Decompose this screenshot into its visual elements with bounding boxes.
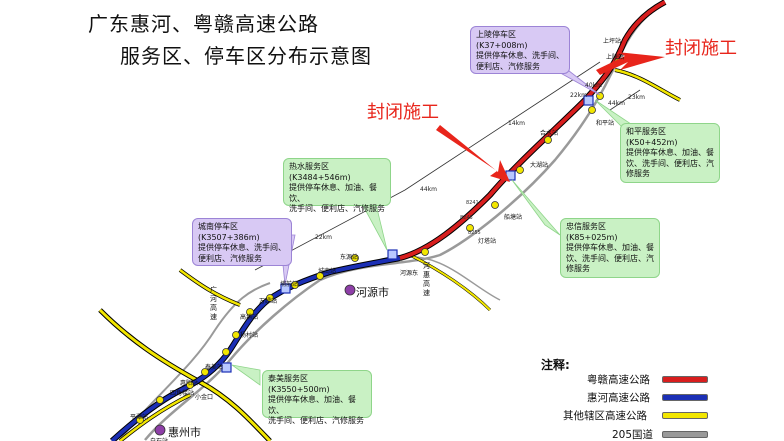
station-label: 河源东: [400, 270, 419, 277]
callout-title: 城南停车区 (K3507+386m): [198, 222, 260, 242]
callout-line: 便利店、汽修服务: [198, 253, 262, 263]
map-title-line2: 服务区、停车区分布示意图: [120, 44, 372, 68]
route-labels: 广河高速 河惠高速: [210, 262, 430, 321]
station-label: 东源站: [340, 254, 359, 261]
yellow-highway: [179, 268, 241, 307]
yuegan-highway: [399, 0, 666, 260]
callout-title: 泰美服务区 (K3550+500m): [268, 374, 330, 394]
callout-line: 提供停车休息、加油、餐饮、: [289, 183, 377, 203]
callout-line: 提供停车休息、加油、餐: [626, 148, 714, 157]
callout-line: 提供停车休息、加油、餐饮、: [268, 395, 356, 415]
callout-line: 修服务: [626, 169, 650, 178]
callout-line: 提供停车休息、洗手间、: [476, 51, 564, 60]
route-label-char: 速: [423, 289, 430, 297]
yellow-highway: [119, 393, 191, 441]
station-label: 埔前站: [280, 281, 299, 288]
callout-line: 提供停车休息、洗手间、: [198, 243, 286, 252]
legend-label: 惠河高速公路: [587, 392, 650, 404]
road-number-label: 8255: [468, 230, 481, 236]
station-label: 惠阳站: [180, 380, 199, 387]
national-road-205: [144, 4, 661, 441]
route-label-char: 惠: [423, 270, 430, 279]
distance-label: 22km: [570, 92, 587, 99]
distance-label: 44km: [608, 100, 625, 107]
station-label: 和平站: [596, 120, 615, 127]
distance-label: 44km: [420, 186, 437, 193]
callout-title: 和平服务区 (K50+452m): [626, 127, 678, 147]
heyuan-city-marker: [344, 284, 356, 296]
station-label: 灯塔站: [478, 238, 497, 245]
station-label: 杨村站: [240, 332, 259, 339]
station-label: 高埔站: [240, 314, 259, 321]
station-label: 万绿站: [259, 298, 278, 305]
service-area-markers: [221, 95, 594, 373]
route-label-char: 广: [210, 285, 217, 294]
callout-line: 修服务: [566, 264, 590, 273]
callout-tailei: 泰美服务区 (K3550+500m) 提供停车休息、加油、餐饮、 洗手间、便利店…: [262, 370, 372, 425]
yellow-highway: [614, 68, 681, 102]
station-label: 上坪站: [603, 38, 622, 45]
construction-warning-central: 封闭施工: [367, 102, 439, 123]
road-number-label: 8241: [466, 200, 479, 206]
route-label-char: 河: [210, 295, 217, 303]
legend-label: 粤赣高速公路: [587, 374, 650, 386]
callout-line: 洗手间、便利店、汽修服务: [289, 204, 385, 213]
legend-heading: 注释:: [541, 358, 570, 372]
map-title-line1: 广东惠河、粤赣高速公路: [88, 12, 319, 36]
station-label: 白石站: [150, 436, 168, 441]
callout-heping: 和平服务区 (K50+452m) 提供停车休息、加油、餐 饮、洗手间、便利店、汽…: [620, 123, 720, 183]
city-heyuan: 河源市: [356, 286, 389, 299]
legend-swatch: [662, 376, 708, 383]
station-label: 合水站: [540, 130, 559, 137]
distance-label: 22km: [315, 234, 332, 241]
callout-reshui: 热水服务区 (K3484+546m) 提供停车休息、加油、餐饮、 洗手间、便利店…: [283, 158, 391, 213]
distance-label: 14km: [508, 120, 525, 127]
legend-label: 其他辖区高速公路: [563, 410, 647, 422]
huihe-highway: [110, 256, 401, 441]
callout-line: 便利店、汽修服务: [476, 61, 540, 71]
callout-zhongxin: 忠信服务区 (K85+025m) 提供停车休息、加油、餐 饮、洗手间、便利店、汽…: [560, 218, 660, 278]
callout-chengnan: 城南停车区 (K3507+386m) 提供停车休息、洗手间、 便利店、汽修服务: [192, 218, 292, 266]
callout-line: 饮、洗手间、便利店、汽: [626, 158, 714, 168]
distance-label: 23km: [628, 94, 645, 101]
route-label-char: 高: [210, 303, 217, 312]
yellow-highway: [409, 254, 491, 311]
distance-brackets: [254, 61, 641, 271]
legend-swatch: [662, 431, 708, 438]
road-number-label: 8243: [460, 215, 473, 221]
callout-title: 热水服务区 (K3484+546m): [289, 162, 351, 182]
callout-line: 洗手间、便利店、汽修服务: [268, 416, 364, 425]
station-label: 四角楼站: [170, 390, 195, 397]
callout-title: 忠信服务区 (K85+025m): [566, 222, 618, 242]
legend-label: 205国道: [612, 429, 654, 441]
huizhou-city-marker: [154, 424, 166, 436]
station-label: 泰美站: [205, 364, 224, 371]
route-label-hehe: 河惠高速: [423, 262, 430, 297]
route-label-char: 河: [423, 262, 430, 270]
city-huizhou: 惠州市: [168, 426, 201, 439]
warning-arrows: [436, 52, 665, 182]
station-label: 城南站: [318, 268, 337, 275]
station-label: 小金口: [195, 394, 214, 401]
callout-title: 上陵停车区 (K37+008m): [476, 30, 528, 50]
route-label-char: 高: [423, 279, 430, 288]
station-label: 船塘站: [504, 214, 523, 221]
yellow-highway: [409, 253, 492, 312]
callout-shangling: 上陵停车区 (K37+008m) 提供停车休息、洗手间、 便利店、汽修服务: [470, 26, 570, 74]
station-label: 上陵站: [606, 54, 625, 61]
legend-swatch: [662, 394, 708, 401]
station-label: 大湖站: [530, 162, 549, 169]
callout-line: 提供停车休息、加油、餐: [566, 243, 654, 252]
route-label-guanghe: 广河高速: [210, 285, 217, 321]
station-label: 平潭站: [130, 414, 149, 421]
route-label-char: 速: [210, 313, 217, 321]
callout-line: 饮、洗手间、便利店、汽: [566, 253, 654, 263]
construction-warning-north: 封闭施工: [665, 38, 737, 59]
distance-label: 40km: [585, 82, 602, 89]
legend-swatch: [662, 412, 708, 419]
